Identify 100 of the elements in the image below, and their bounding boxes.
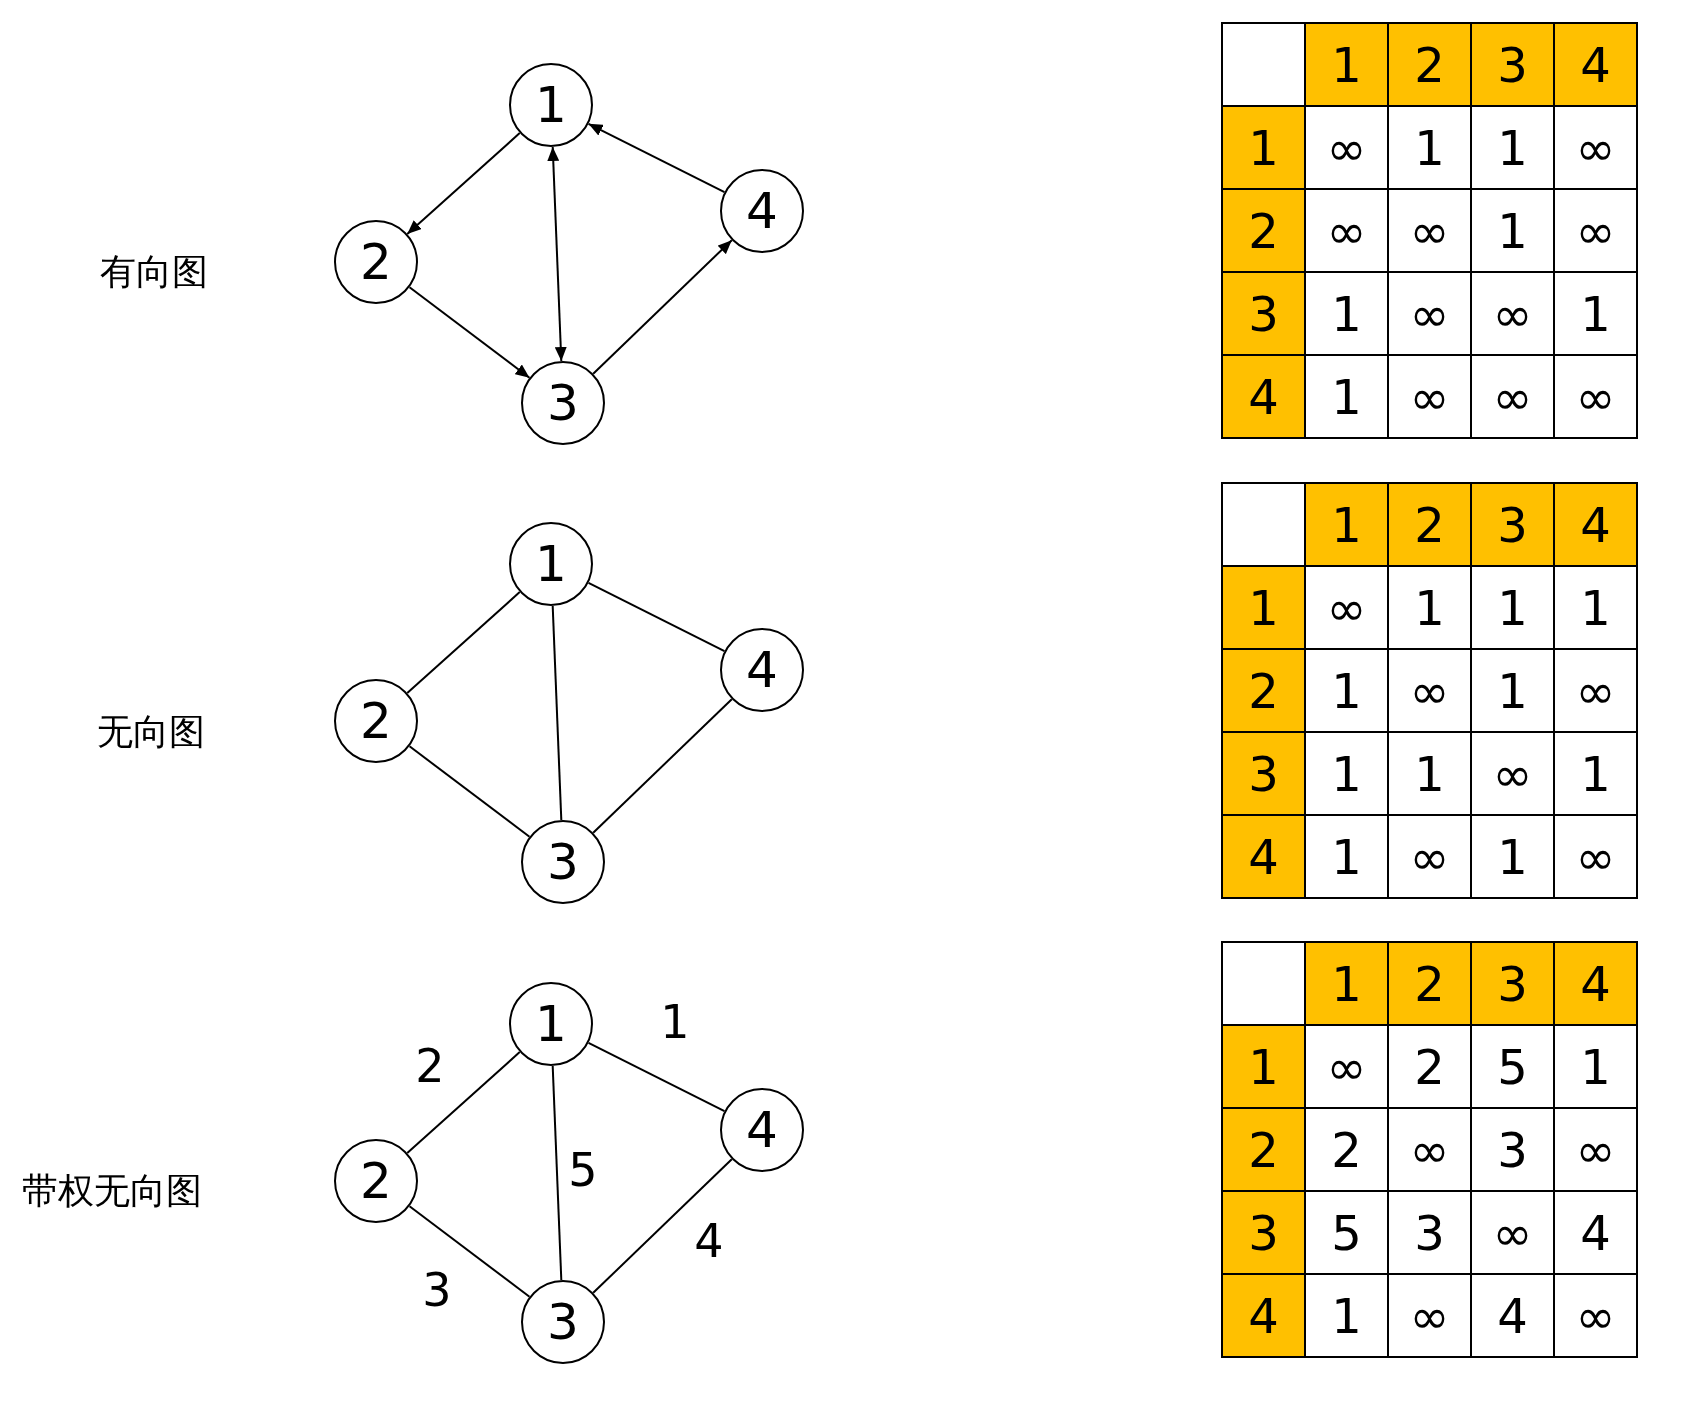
arrow [547, 145, 567, 363]
table-cell: 1 [1554, 1025, 1637, 1108]
edge-line [408, 745, 531, 838]
edge-line [408, 1205, 531, 1298]
graph-title: 有向图 [100, 249, 208, 294]
table-cell: 4 [1554, 1191, 1637, 1274]
header-cell: 4 [1222, 1274, 1305, 1357]
header-cell: 3 [1471, 942, 1554, 1025]
header-cell: 2 [1388, 942, 1471, 1025]
header-cell: 1 [1305, 942, 1388, 1025]
header-cell: 2 [1222, 189, 1305, 272]
node-circle: 2 [334, 220, 418, 304]
header-cell: 4 [1222, 355, 1305, 438]
edge-line [551, 604, 563, 822]
table-cell: ∞ [1305, 566, 1388, 649]
table-cell: ∞ [1554, 1108, 1637, 1191]
table-cell: ∞ [1305, 106, 1388, 189]
table-cell: 1 [1471, 649, 1554, 732]
table-cell: 4 [1471, 1274, 1554, 1357]
table-cell: ∞ [1388, 649, 1471, 732]
edge-line [406, 591, 521, 694]
table-cell: ∞ [1305, 1025, 1388, 1108]
node-circle: 2 [334, 1139, 418, 1223]
table-cell: ∞ [1554, 649, 1637, 732]
header-cell: 1 [1222, 106, 1305, 189]
header-cell: 2 [1222, 649, 1305, 732]
header-cell: 3 [1222, 1191, 1305, 1274]
edge-line [592, 1158, 733, 1294]
header-cell: 1 [1305, 483, 1388, 566]
node-circle: 1 [509, 522, 593, 606]
table-cell: ∞ [1471, 355, 1554, 438]
table-cell: ∞ [1388, 1108, 1471, 1191]
header-cell: 2 [1222, 1108, 1305, 1191]
arrow [406, 132, 521, 235]
table-cell: ∞ [1554, 106, 1637, 189]
header-cell: 1 [1222, 1025, 1305, 1108]
node-circle: 4 [720, 169, 804, 253]
edge-line [592, 698, 733, 834]
edge-line [551, 1064, 563, 1282]
node-circle: 3 [521, 1280, 605, 1364]
edge-line [587, 581, 726, 653]
table-cell: 5 [1471, 1025, 1554, 1108]
table-cell: 1 [1388, 732, 1471, 815]
header-cell: 4 [1222, 815, 1305, 898]
node-circle: 4 [720, 628, 804, 712]
arrow [587, 122, 726, 194]
node-circle: 1 [509, 63, 593, 147]
table-cell: 1 [1554, 732, 1637, 815]
node-circle: 3 [521, 820, 605, 904]
header-cell: 1 [1305, 23, 1388, 106]
graph-title: 带权无向图 [22, 1168, 202, 1213]
header-cell: 2 [1388, 23, 1471, 106]
table-cell: 1 [1305, 272, 1388, 355]
table-cell: ∞ [1388, 272, 1471, 355]
table-cell: 1 [1388, 106, 1471, 189]
table-cell: 1 [1305, 355, 1388, 438]
table-cell: 1 [1554, 566, 1637, 649]
table-cell: 5 [1305, 1191, 1388, 1274]
table-cell: ∞ [1388, 1274, 1471, 1357]
table-cell: 1 [1305, 649, 1388, 732]
table-cell: 3 [1471, 1108, 1554, 1191]
table-cell: ∞ [1388, 189, 1471, 272]
header-cell: 3 [1222, 272, 1305, 355]
header-cell: 3 [1471, 483, 1554, 566]
table-cell: ∞ [1554, 815, 1637, 898]
header-cell: 4 [1554, 483, 1637, 566]
table-cell: ∞ [1471, 272, 1554, 355]
table-cell: ∞ [1554, 355, 1637, 438]
header-cell: 2 [1388, 483, 1471, 566]
table-cell: ∞ [1554, 189, 1637, 272]
table-cell: 1 [1471, 815, 1554, 898]
table-cell: ∞ [1305, 189, 1388, 272]
node-circle: 4 [720, 1088, 804, 1172]
table-cell: 1 [1471, 566, 1554, 649]
header-cell: 1 [1222, 566, 1305, 649]
header-cell: 3 [1222, 732, 1305, 815]
table-cell: 3 [1388, 1191, 1471, 1274]
table-cell: ∞ [1471, 732, 1554, 815]
arrow [408, 286, 531, 379]
arrow [592, 239, 733, 375]
table-cell: 1 [1554, 272, 1637, 355]
table-cell: 1 [1305, 732, 1388, 815]
table-cell: 1 [1388, 566, 1471, 649]
edge-line [587, 1041, 726, 1113]
graph-title: 无向图 [97, 709, 205, 754]
header-cell: 3 [1471, 23, 1554, 106]
table-cell: 1 [1471, 106, 1554, 189]
table-cell: ∞ [1471, 1191, 1554, 1274]
table-cell: ∞ [1388, 355, 1471, 438]
table-cell: 1 [1305, 1274, 1388, 1357]
table-cell: 2 [1305, 1108, 1388, 1191]
table-cell: 2 [1388, 1025, 1471, 1108]
node-circle: 3 [521, 361, 605, 445]
node-circle: 2 [334, 679, 418, 763]
header-cell: 4 [1554, 23, 1637, 106]
edge-line [406, 1051, 521, 1154]
header-cell: 4 [1554, 942, 1637, 1025]
table-cell: ∞ [1554, 1274, 1637, 1357]
table-cell: ∞ [1388, 815, 1471, 898]
table-cell: 1 [1305, 815, 1388, 898]
